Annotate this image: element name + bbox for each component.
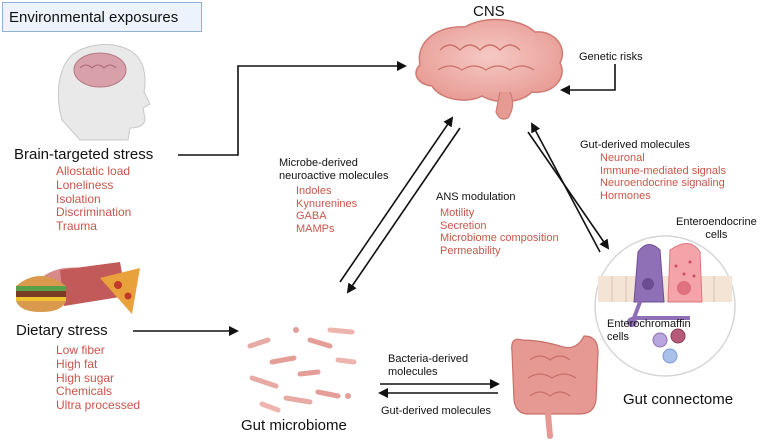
gut-molecules-bottom-label: Gut-derived molecules	[381, 405, 492, 417]
brain-stress-list: Allostatic load Loneliness Isolation Dis…	[56, 164, 132, 234]
microbe-molecules-item: GABA	[296, 210, 327, 223]
gut-molecules-item: Immune-mediated signals	[600, 164, 726, 177]
enteroendocrine-label: Enteroendocrine cells	[676, 216, 757, 241]
arrow-microbiome-to-cns	[339, 116, 454, 283]
gut-connectome-circle	[594, 235, 736, 377]
arrow-cns-to-microbiome	[346, 127, 461, 294]
cns-brain-icon	[415, 18, 564, 120]
dietary-stress-item: High sugar	[56, 370, 115, 385]
arrows	[133, 61, 616, 398]
dietary-stress-item: Chemicals	[56, 384, 113, 399]
dietary-stress-item: Low fiber	[56, 343, 105, 357]
gut-molecules-item: Hormones	[600, 189, 651, 202]
microbe-molecules-label: Microbe-derived neuroactive molecules	[279, 157, 388, 182]
ans-item: Permeability	[440, 244, 501, 257]
arrow-gut-to-cns	[531, 122, 601, 253]
bacteria-molecules-line2: molecules	[388, 365, 438, 378]
food-icon	[16, 262, 140, 314]
bacteria-molecules-label: Bacteria-derived molecules	[388, 353, 468, 378]
arrow-genetic-to-cns	[560, 64, 616, 95]
microbe-molecules-line2: neuroactive molecules	[279, 169, 389, 182]
cns-label: CNS	[473, 3, 505, 20]
gut-connectome-label: Gut connectome	[623, 391, 734, 408]
ans-item: Microbiome composition	[440, 232, 559, 245]
brain-stress-item: Trauma	[56, 219, 97, 234]
intestine-icon	[511, 335, 599, 439]
brain-stress-item: Loneliness	[56, 177, 114, 192]
ans-modulation-list: Motility Secretion Microbiome compositio…	[440, 207, 559, 258]
gut-molecules-top-list: Neuronal Immune-mediated signals Neuroen…	[600, 152, 726, 203]
brain-stress-item: Discrimination	[56, 205, 132, 220]
microbe-molecules-item: Indoles	[296, 185, 332, 197]
microbe-molecules-line1: Microbe-derived	[279, 157, 358, 169]
environmental-exposures-title: Environmental exposures	[2, 2, 202, 32]
ans-item: Secretion	[440, 219, 487, 232]
dietary-stress-list: Low fiber High fat High sugar Chemicals …	[56, 343, 141, 413]
head-silhouette-icon	[57, 44, 151, 141]
gut-molecules-item: Neuroendocrine signaling	[600, 177, 725, 190]
dietary-stress-item: High fat	[56, 356, 98, 371]
brain-stress-label: Brain-targeted stress	[14, 146, 154, 163]
enteroendocrine-line2: cells	[705, 228, 728, 241]
microbes-icon	[247, 327, 357, 413]
brain-stress-item: Allostatic load	[56, 164, 131, 178]
microbe-molecules-item: Kynurenines	[296, 197, 358, 210]
enterochromaffin-label: Enterochromaffin cells	[607, 318, 691, 343]
microbe-molecules-list: Indoles Kynurenines GABA MAMPs	[296, 185, 357, 236]
microbe-molecules-item: MAMPs	[296, 222, 335, 235]
ans-item: Motility	[440, 207, 475, 219]
bacteria-molecules-line1: Bacteria-derived	[388, 353, 469, 365]
gut-molecules-top-label: Gut-derived molecules	[580, 139, 691, 151]
arrow-brain-to-cns	[178, 61, 407, 156]
enterochromaffin-line2: cells	[607, 330, 630, 343]
enteroendocrine-line1: Enteroendocrine	[676, 216, 757, 228]
gut-microbiome-label: Gut microbiome	[241, 417, 347, 434]
arrow-cns-to-gut	[527, 131, 610, 250]
dietary-stress-item: Ultra processed	[56, 398, 141, 413]
dietary-stress-label: Dietary stress	[16, 322, 108, 339]
ans-modulation-label: ANS modulation	[436, 191, 516, 203]
enterochromaffin-line1: Enterochromaffin	[607, 318, 691, 330]
gut-molecules-item: Neuronal	[600, 152, 645, 164]
brain-stress-item: Isolation	[56, 191, 101, 206]
genetic-risks-label: Genetic risks	[579, 51, 643, 63]
